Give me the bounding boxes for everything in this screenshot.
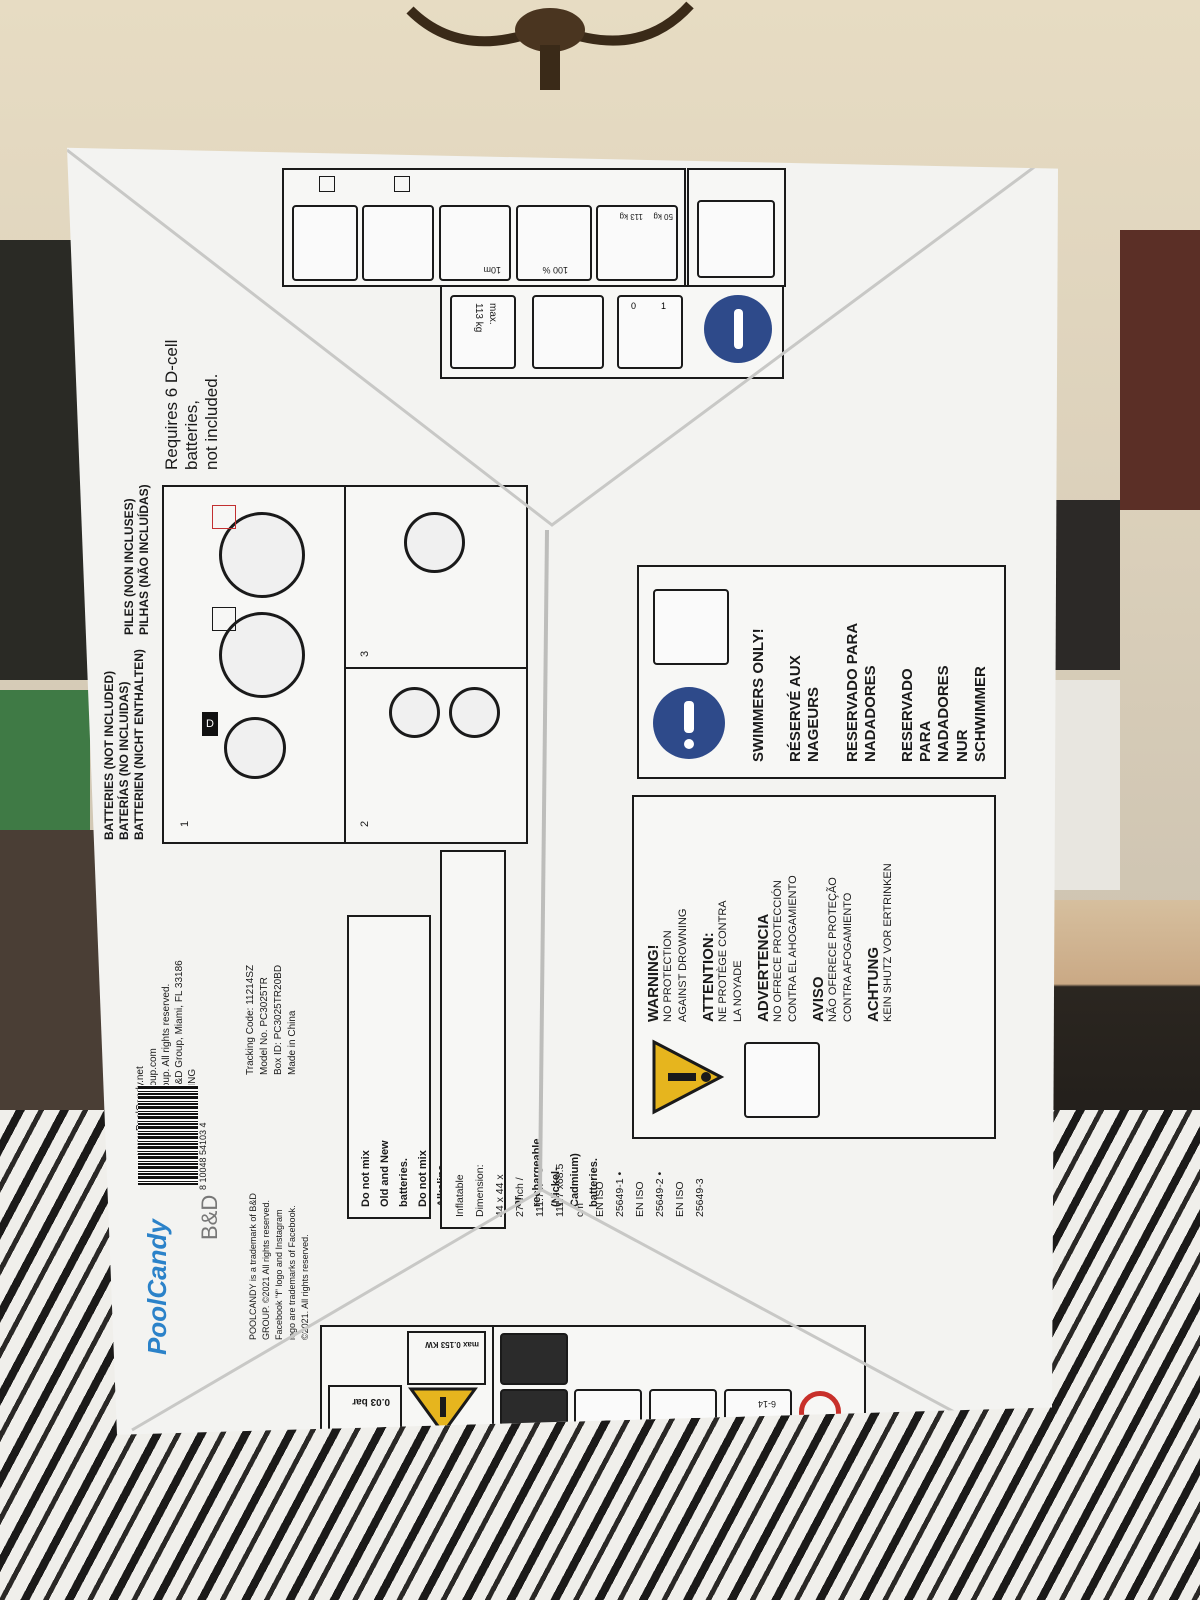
box-flap-seams [67,148,1038,1435]
pressure-icon: 0.03 bar [328,1385,402,1435]
battery-holder-pair-icon-2 [449,687,500,738]
drowning-figure-icon [744,1042,820,1118]
dimension-box: Inflatable Dimension: 44 x 44 x 27 inch … [440,850,706,1229]
green-object [0,690,90,840]
distance-icon: 10m [439,205,511,281]
barcode [138,1085,198,1185]
caution-triangle-icon [408,1387,478,1435]
panel-divider-vertical [344,487,346,842]
cross-mark-icon [212,505,236,529]
step-zero-label: 0 [631,301,637,311]
warning-triangle-icon [652,1039,725,1115]
slide-icon [697,200,775,278]
shallow-water-icon [362,205,434,281]
battery-correct-icon [219,612,305,698]
product-box: 10m 100 % 113 kg 50 kg max. 113 kg 0 1 R… [67,147,1058,1435]
checkbox-icon [319,176,335,192]
people-load-icon: 113 kg 50 kg [596,205,678,281]
top-icon-panel-right [687,168,786,287]
top-icon-panel-lower: max. 113 kg 0 1 [440,285,784,379]
pump-dial-icon [404,512,465,573]
swimmer-icon [653,589,729,665]
table-clutter [0,830,110,1130]
battery-holder-pair-icon [389,687,440,738]
no-sharp-object-icon [500,1333,568,1385]
fountain-icon: 100 % [516,205,592,281]
ceiling-lamp [406,1,694,90]
checkbox-empty-icon [394,176,410,192]
battery-warning-box: Do not mix Old and New batteries. Do not… [347,915,600,1219]
dark-appliance [1050,500,1120,670]
step-one-label: 1 [661,301,667,311]
inflate-steps-icon: 0 1 [617,295,683,369]
d-cell-label: D [206,718,214,730]
battery-wrong-icon [219,512,305,598]
check-mark-icon [212,607,236,631]
info-icon [704,295,772,363]
weight-max-icon: max. 113 kg [450,295,516,369]
exclamation-icon [653,687,725,759]
battery-holder-icon [224,717,286,779]
d-cell-icon: D [202,712,218,736]
adult-supervision-icon [532,295,604,369]
swimmer-wave-icon [292,205,358,281]
bottom-icon-panel: 0.03 bar max 0.153 KW [320,1325,494,1435]
swimmers-only-box: SWIMMERS ONLY! RÉSERVÉ AUX NAGEURS RESER… [637,565,1006,779]
pump-power-icon: max 0.153 KW [407,1331,486,1385]
wall-painting [1120,230,1200,510]
battery-instruction-panel: D 1 2 3 [162,485,528,844]
panel-divider-horizontal [346,667,526,669]
top-icon-panel: 10m 100 % 113 kg 50 kg [282,168,686,287]
